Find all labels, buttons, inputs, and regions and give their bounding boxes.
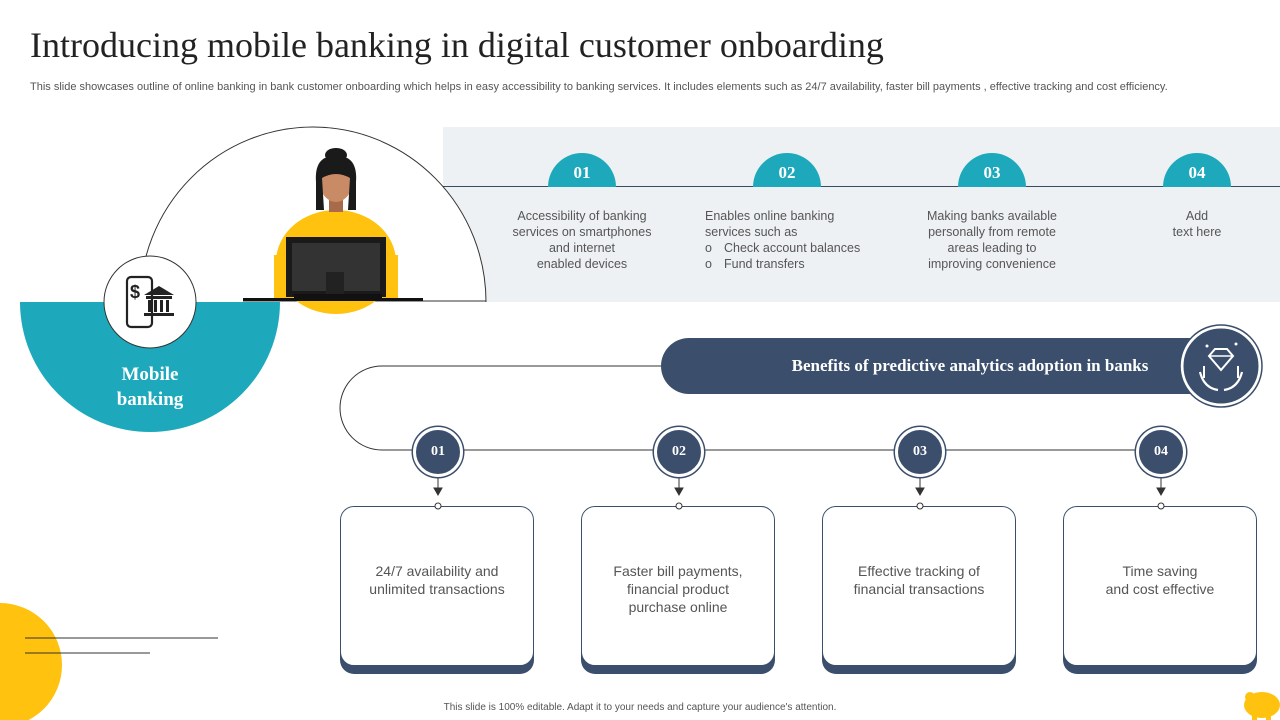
step-arrows bbox=[433, 474, 1166, 497]
benefits-banner bbox=[661, 338, 1221, 394]
mobile-bank-icon: $ bbox=[103, 255, 197, 349]
feature-bullet: Check account balances bbox=[705, 240, 895, 256]
mobile-banking-label: Mobile banking bbox=[116, 364, 184, 410]
mobile-banking-circle bbox=[20, 302, 280, 432]
benefits-title: Benefits of predictive analytics adoptio… bbox=[791, 356, 1149, 375]
feature-text-04: Add text here bbox=[1172, 209, 1222, 239]
benefit-card-text: 24/7 availability and unlimited transact… bbox=[369, 563, 505, 597]
connector-curve bbox=[339, 365, 661, 451]
benefit-card-text: Time saving and cost effective bbox=[1105, 563, 1215, 597]
benefit-card-text: Effective tracking of financial transact… bbox=[853, 563, 985, 597]
corner-decoration bbox=[0, 603, 62, 720]
feature-text-03: Making banks available personally from r… bbox=[927, 209, 1057, 271]
features-line bbox=[443, 186, 1280, 187]
benefit-step-01: 01 bbox=[413, 427, 463, 477]
feature-text-02: Enables online banking services such as … bbox=[705, 208, 895, 272]
benefit-card-02: Faster bill payments, financial product … bbox=[581, 506, 775, 674]
woman-computer-illustration bbox=[243, 148, 423, 314]
feature-bullet: Fund transfers bbox=[705, 256, 895, 272]
benefit-step-04: 04 bbox=[1136, 427, 1186, 477]
page-title: Introducing mobile banking in digital cu… bbox=[30, 25, 884, 65]
benefit-card-03: Effective tracking of financial transact… bbox=[822, 506, 1016, 674]
footer-note: This slide is 100% editable. Adapt it to… bbox=[443, 702, 837, 713]
benefit-card-04: Time saving and cost effective bbox=[1063, 506, 1257, 674]
benefit-card-01: 24/7 availability and unlimited transact… bbox=[340, 506, 534, 674]
feature-text-01: Accessibility of banking services on sma… bbox=[512, 209, 652, 271]
benefit-step-02: 02 bbox=[654, 427, 704, 477]
piggy-bank-icon bbox=[1244, 692, 1280, 720]
benefit-card-text: Faster bill payments, financial product … bbox=[613, 563, 743, 615]
page-subtitle: This slide showcases outline of online b… bbox=[30, 81, 1168, 93]
svg-text:$: $ bbox=[130, 282, 140, 302]
benefit-step-03: 03 bbox=[895, 427, 945, 477]
